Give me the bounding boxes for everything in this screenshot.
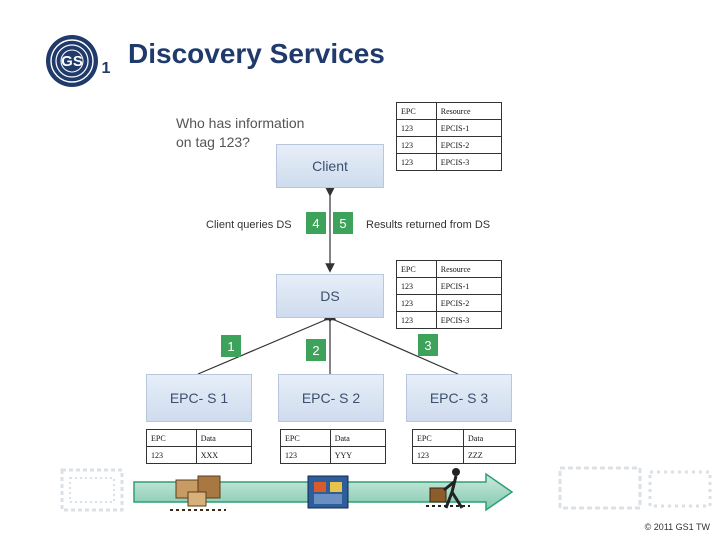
step-badge-1: 1 [221,335,241,357]
decorative-barcode-right [558,466,712,510]
table-row: 123 EPCIS-3 [396,153,503,171]
epcs1-data-table: EPC Data 123 XXX [146,429,253,464]
header-epc: EPC [396,102,437,120]
table-header-row: EPC Data [411,429,516,447]
svg-text:1: 1 [102,60,111,77]
table-row: 123 EPCIS-1 [396,119,503,137]
client-label: Client [312,158,348,174]
cell-resource: EPCIS-1 [435,277,503,295]
question-text: Who has information on tag 123? [176,114,304,152]
step-badge-5: 5 [333,212,353,234]
step-badge-4: 4 [306,212,326,234]
cell-epc: 123 [396,311,437,329]
question-line-2: on tag 123? [176,134,250,150]
cell-epc: 123 [396,277,437,295]
epcs2-node: EPC- S 2 [278,374,384,422]
table-header-row: EPC Data [146,429,253,447]
epcs3-node: EPC- S 3 [406,374,512,422]
page-title: Discovery Services [128,38,385,69]
table-header-row: EPC Resource [396,260,503,278]
factory-boxes-icon [170,475,226,511]
cell-resource: EPCIS-3 [435,311,503,329]
table-row: 123 ZZZ [411,446,516,464]
results-returned-label: Results returned from DS [366,219,491,231]
cell-epc: 123 [396,136,437,154]
warehouse-icon [307,475,349,509]
cell-data: ZZZ [463,446,516,464]
step-badge-2: 2 [306,339,326,361]
header-epc: EPC [396,260,437,278]
header-epc: EPC [280,429,331,447]
epcs2-label: EPC- S 2 [301,390,361,406]
step-badge-3: 3 [418,334,438,356]
client-results-table: EPC Resource 123 EPCIS-1 123 EPCIS-2 123… [396,102,503,171]
table-header-row: EPC Resource [396,102,503,120]
supply-chain-flow [60,466,712,512]
header-resource: Resource [435,260,503,278]
epcs3-data-table: EPC Data 123 ZZZ [411,429,516,464]
cell-epc: 123 [280,446,331,464]
table-row: 123 EPCIS-2 [396,136,503,154]
cell-data: XXX [195,446,253,464]
table-header-row: EPC Data [280,429,387,447]
question-line-1: Who has information [176,115,305,131]
epcs3-label: EPC- S 3 [429,390,489,406]
cell-resource: EPCIS-2 [435,136,503,154]
cell-epc: 123 [396,294,437,312]
table-row: 123 EPCIS-1 [396,277,503,295]
cell-resource: EPCIS-1 [435,119,503,137]
cell-resource: EPCIS-3 [435,153,503,171]
header-resource: Resource [435,102,503,120]
worker-hand-truck-icon [426,468,470,509]
epcs2-data-table: EPC Data 123 YYY [280,429,387,464]
cell-epc: 123 [146,446,197,464]
table-row: 123 YYY [280,446,387,464]
cell-epc: 123 [396,153,437,171]
ds-lookup-table: EPC Resource 123 EPCIS-1 123 EPCIS-2 123… [396,260,503,329]
cell-epc: 123 [396,119,437,137]
table-row: 123 EPCIS-3 [396,311,503,329]
decorative-barcode-left [60,468,124,512]
gs1-logo: GS 1 [44,33,116,89]
epcs1-node: EPC- S 1 [146,374,252,422]
header-epc: EPC [411,429,465,447]
header-data: Data [463,429,516,447]
header-data: Data [329,429,387,447]
table-row: 123 EPCIS-2 [396,294,503,312]
cell-data: YYY [329,446,387,464]
table-row: 123 XXX [146,446,253,464]
epcs1-label: EPC- S 1 [169,390,229,406]
ds-node: DS [276,274,384,318]
client-node: Client [276,144,384,188]
copyright-text: © 2011 GS1 TW [644,522,710,532]
header-data: Data [195,429,253,447]
client-queries-label: Client queries DS [206,219,292,231]
ds-label: DS [320,288,340,304]
svg-text:GS: GS [61,53,83,70]
cell-resource: EPCIS-2 [435,294,503,312]
header-epc: EPC [146,429,197,447]
cell-epc: 123 [411,446,465,464]
